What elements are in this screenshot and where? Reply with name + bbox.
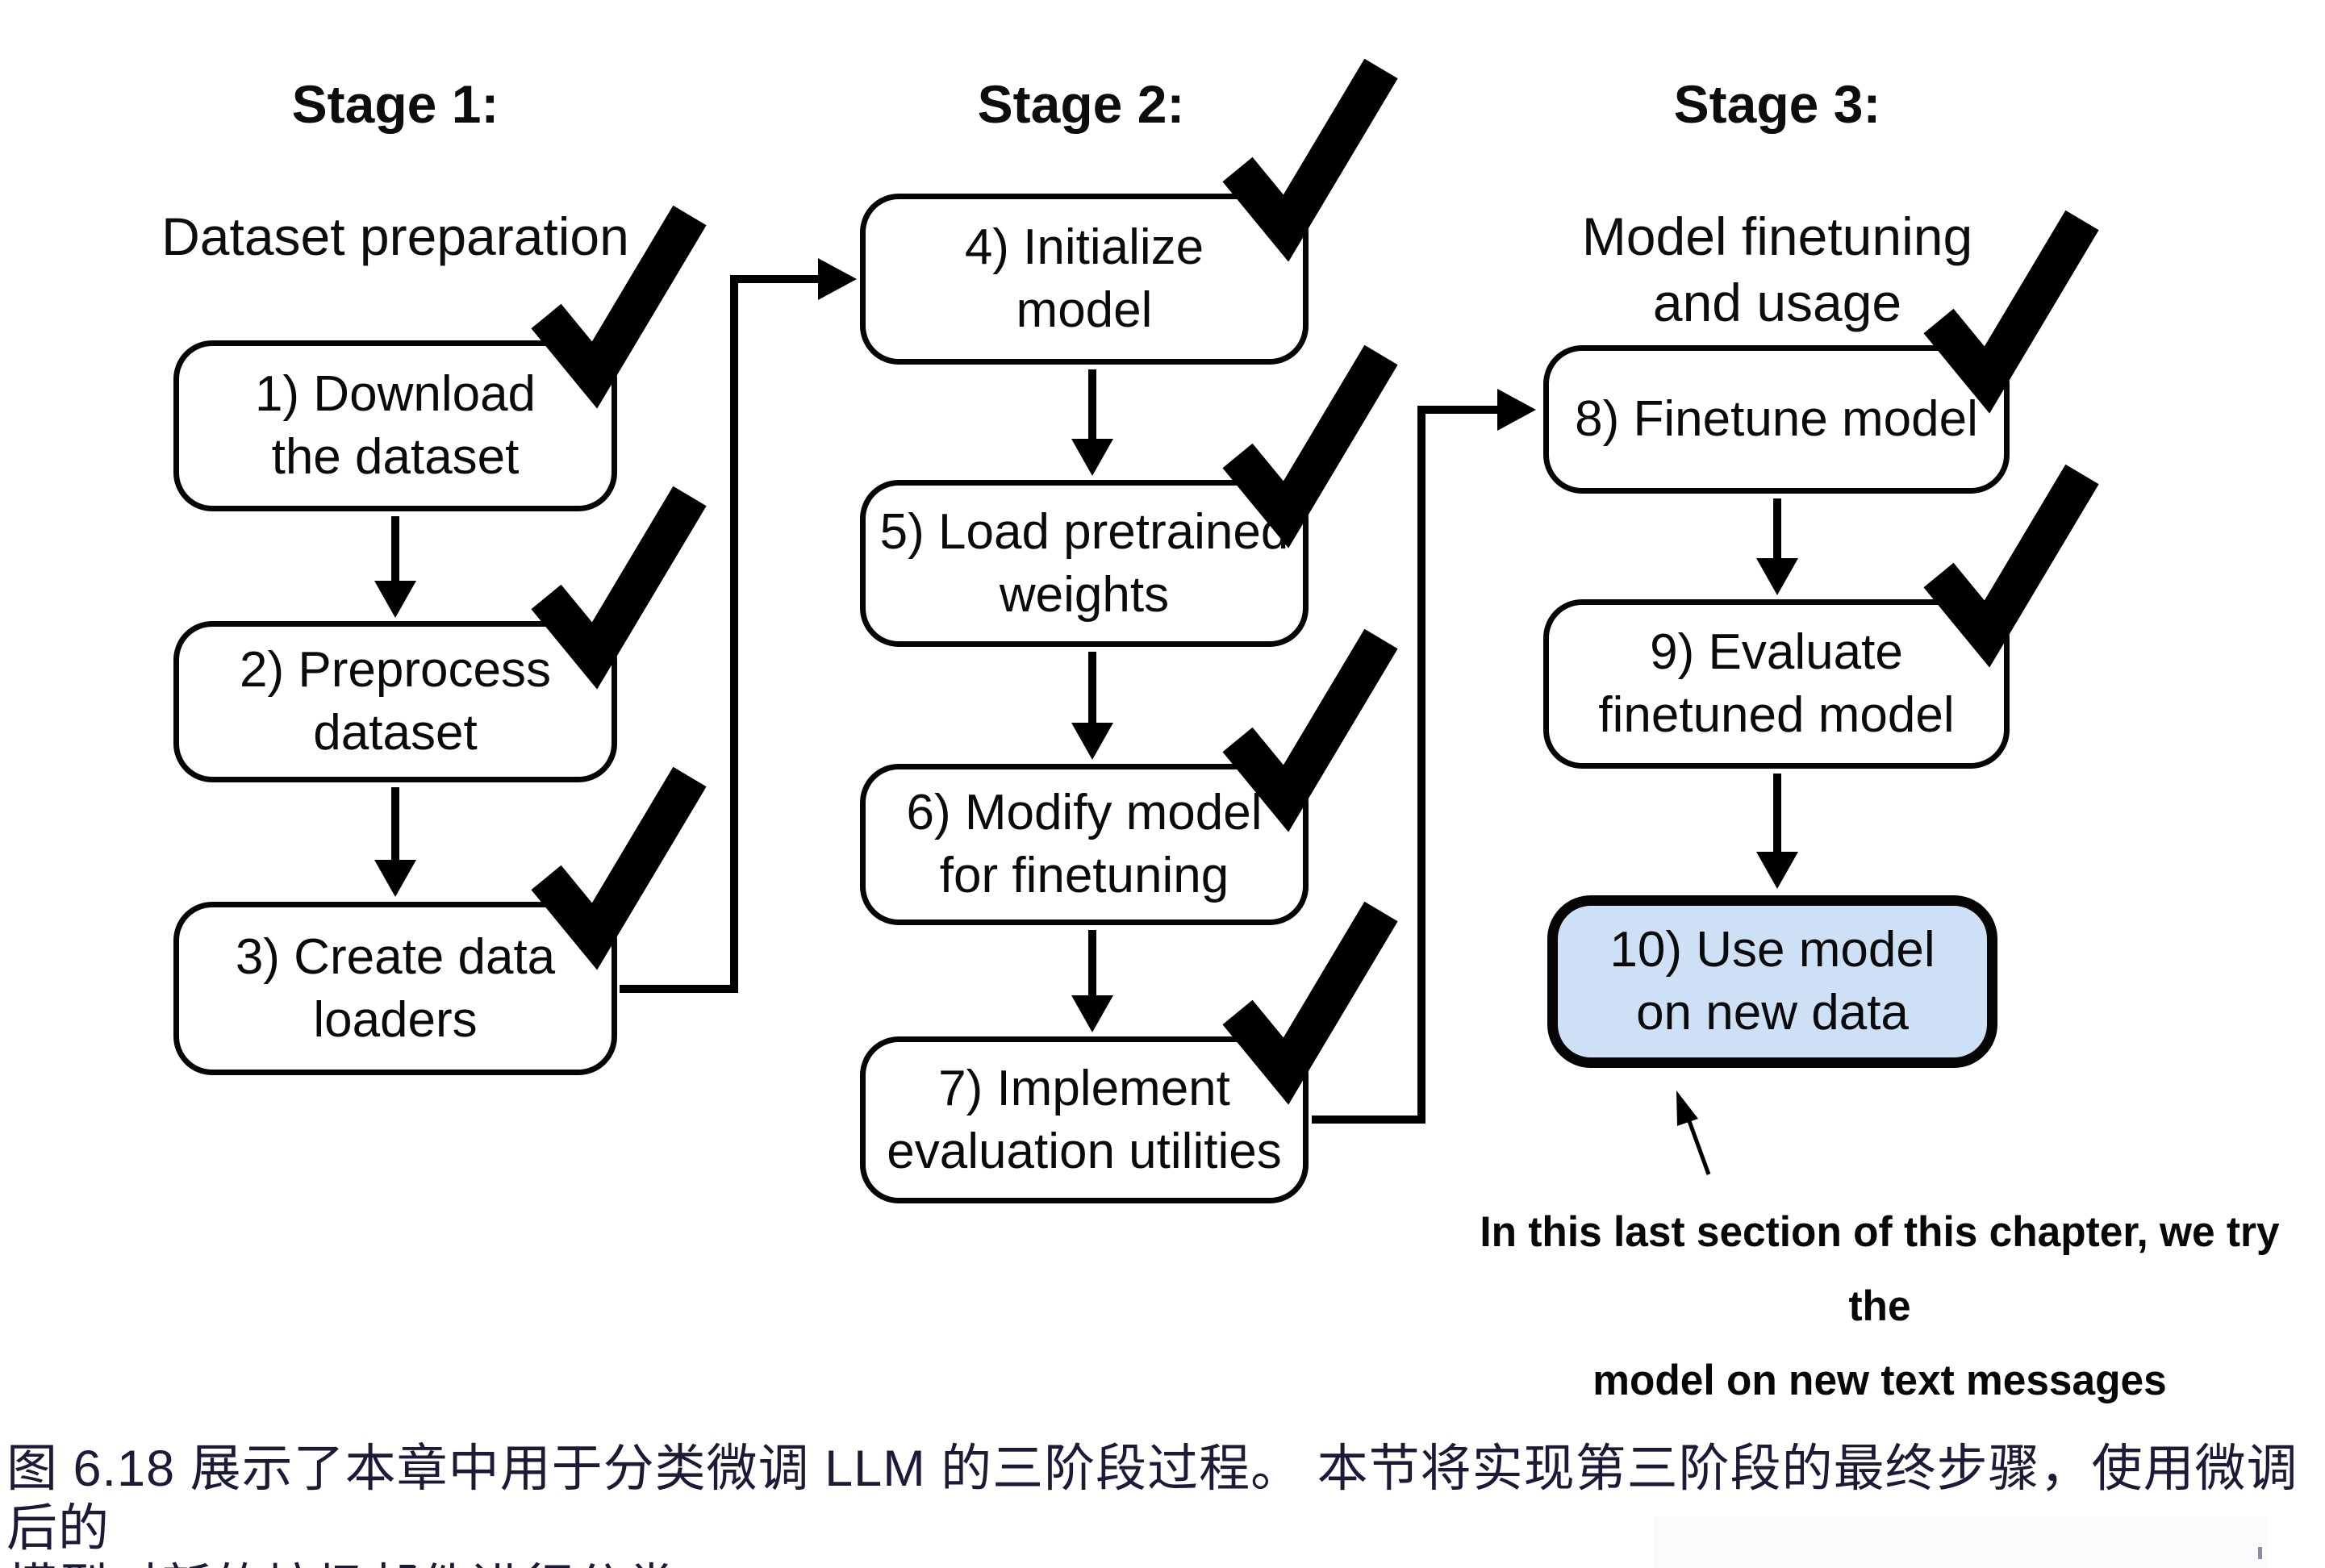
flow-arrow-8-9 <box>1756 498 1798 595</box>
step-3-label: 3) Create data loaders <box>235 928 556 1048</box>
elbow-connector-stage2-stage3 <box>1312 389 1536 1124</box>
step-4-box: 4) Initialize model <box>860 194 1309 365</box>
step-8-label: 8) Finetune model <box>1575 391 1978 447</box>
step-8-box: 8) Finetune model <box>1543 345 2010 494</box>
step-2-box: 2) Preprocess dataset <box>173 621 617 782</box>
stage-1-subtitle: Dataset preparation <box>161 206 629 266</box>
flow-arrow-9-10 <box>1756 774 1798 889</box>
step-1-label: 1) Download the dataset <box>254 366 536 485</box>
flow-arrow-5-6 <box>1071 652 1113 760</box>
step-6-box: 6) Modify model for finetuning <box>860 764 1309 925</box>
step-7-box: 7) Implement evaluation utilities <box>860 1036 1309 1203</box>
flow-arrow-4-5 <box>1071 369 1113 476</box>
stage-1-title: Stage 1: Dataset preparation <box>145 5 645 336</box>
step-1-box: 1) Download the dataset <box>173 340 617 511</box>
stage-2-title-line: Stage 2: <box>977 74 1185 134</box>
step-10-label: 10) Use model on new data <box>1609 922 1935 1040</box>
step-10-box: 10) Use model on new data <box>1547 895 1997 1068</box>
step-5-box: 5) Load pretrained weights <box>860 480 1309 647</box>
stage-3-title: Stage 3: Model finetuning and usage <box>1527 5 2027 402</box>
stage-3-title-line: Stage 3: <box>1673 74 1881 134</box>
annotation-arrow <box>1676 1091 1711 1175</box>
step-9-box: 9) Evaluate finetuned model <box>1543 599 2010 769</box>
text-cursor[interactable] <box>2258 1547 2262 1559</box>
flow-arrow-1-2 <box>374 516 416 618</box>
step-3-box: 3) Create data loaders <box>173 902 617 1075</box>
step-6-label: 6) Modify model for finetuning <box>906 785 1263 903</box>
figure-caption: 图 6.18 展示了本章中用于分类微调 LLM 的三阶段过程。 本节将实现第三阶… <box>6 1441 2298 1568</box>
annotation-text: In this last section of this chapter, we… <box>1480 1208 2280 1404</box>
step-2-label: 2) Preprocess dataset <box>240 642 551 761</box>
flow-arrow-2-3 <box>374 787 416 897</box>
step-7-label: 7) Implement evaluation utilities <box>887 1060 1282 1179</box>
elbow-connector-stage1-stage2 <box>620 258 857 993</box>
flow-arrow-6-7 <box>1071 930 1113 1032</box>
step-4-label: 4) Initialize model <box>964 219 1204 338</box>
stage-1-title-line: Stage 1: <box>291 74 499 134</box>
stage-3-subtitle: Model finetuning and usage <box>1581 206 1973 332</box>
step-5-label: 5) Load pretrained weights <box>879 503 1289 623</box>
step-9-label: 9) Evaluate finetuned model <box>1598 624 1955 743</box>
bottom-right-panel <box>1654 1516 2267 1568</box>
